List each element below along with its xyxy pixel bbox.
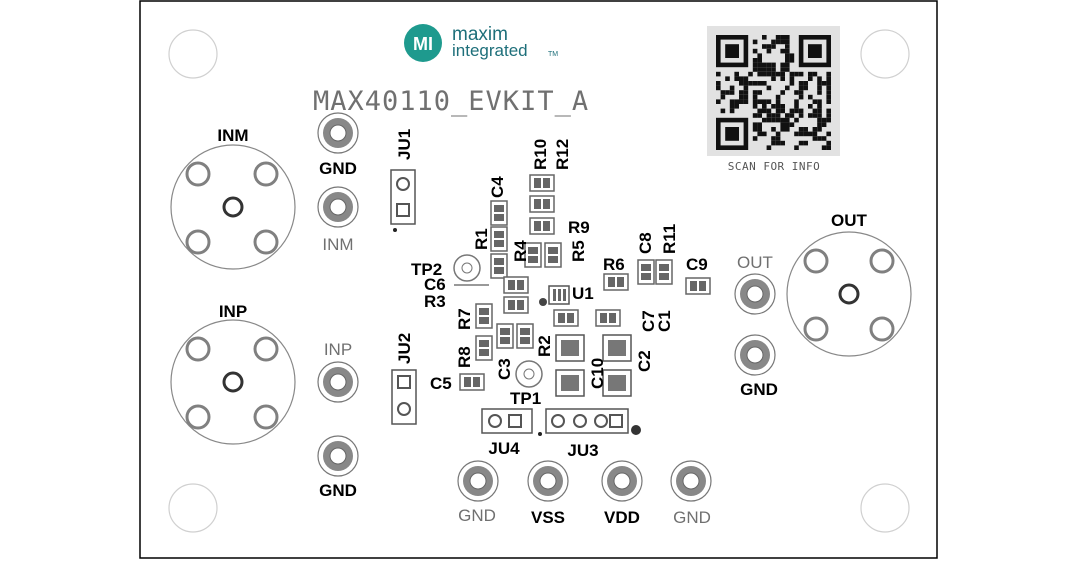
- label-r1: R1: [472, 228, 491, 250]
- label-u1: U1: [572, 284, 594, 303]
- label-gnd-right: GND: [740, 380, 778, 399]
- pad-gnd-bottom-1: [457, 460, 499, 502]
- pad-inp: [317, 361, 359, 403]
- label-r7: R7: [455, 308, 474, 330]
- label-r4: R4: [511, 240, 530, 262]
- label-c8: C8: [636, 232, 655, 254]
- pad-gnd-bottom-2: [670, 460, 712, 502]
- pad-inm: [317, 186, 359, 228]
- footprint-r11: [655, 259, 673, 285]
- footprint-r2: [516, 323, 534, 349]
- label-r8: R8: [455, 346, 474, 368]
- label-c4: C4: [488, 176, 507, 198]
- pad-vss: [527, 460, 569, 502]
- qr-code-icon: [707, 26, 840, 156]
- label-c9: C9: [686, 255, 708, 274]
- footprint-r12: [529, 195, 555, 213]
- label-inm-connector: INM: [217, 126, 248, 145]
- label-vss: VSS: [531, 508, 565, 527]
- footprint-c8: [637, 259, 655, 285]
- footprint-r6: [603, 273, 629, 291]
- label-ju1: JU1: [395, 129, 414, 160]
- label-r6: R6: [603, 255, 625, 274]
- mounting-hole-top-right: [860, 29, 910, 79]
- label-c7: C7: [639, 310, 658, 332]
- label-r10: R10: [531, 139, 550, 170]
- footprint-c1: [595, 309, 621, 327]
- label-ju3: JU3: [567, 441, 598, 460]
- sma-connector-inm: [170, 144, 296, 270]
- label-c5: C5: [430, 374, 452, 393]
- label-gnd-left-bottom: GND: [319, 481, 357, 500]
- label-tp2: TP2: [411, 260, 442, 279]
- maxim-logo: MI maxim integrated TM: [404, 24, 558, 62]
- label-c2: C2: [635, 350, 654, 372]
- label-r12: R12: [553, 139, 572, 170]
- footprint-r1b: [490, 253, 508, 279]
- label-r2: R2: [535, 335, 554, 357]
- label-out-connector: OUT: [831, 211, 868, 230]
- footprint-r1: [490, 226, 508, 252]
- jumper-ju2: [391, 369, 417, 425]
- board-title: MAX40110_EVKIT_A: [313, 86, 589, 117]
- testpoint-tp1: [515, 360, 543, 388]
- label-inp-pad: INP: [324, 340, 352, 359]
- label-r3: R3: [424, 292, 446, 311]
- label-ju4: JU4: [488, 439, 520, 458]
- footprint-r10: [529, 174, 555, 192]
- footprint-c4: [490, 200, 508, 226]
- footprint-c3: [496, 323, 514, 349]
- label-gnd-top-left: GND: [319, 159, 357, 178]
- pad-gnd-top-left: [317, 112, 359, 154]
- footprint-c6: [503, 276, 529, 294]
- label-gnd-bottom-2: GND: [673, 508, 711, 527]
- footprint-r3: [503, 296, 529, 314]
- pad-out: [734, 273, 776, 315]
- label-out-pad: OUT: [737, 253, 773, 272]
- label-r11: R11: [660, 224, 679, 254]
- footprint-c7: [553, 309, 579, 327]
- pad-gnd-right: [734, 334, 776, 376]
- jumper-ju1: [390, 169, 416, 232]
- label-c1: C1: [655, 310, 674, 332]
- footprint-c9: [685, 277, 711, 295]
- brand-line1: maxim: [452, 24, 508, 45]
- footprint-r7: [475, 303, 493, 329]
- label-inm-pad: INM: [322, 235, 353, 254]
- label-gnd-bottom-1: GND: [458, 506, 496, 525]
- jumper-ju4: [481, 408, 542, 436]
- label-ju2: JU2: [395, 333, 414, 364]
- brand-line2: integrated: [452, 41, 528, 60]
- qr-caption: SCAN FOR INFO: [728, 160, 821, 173]
- footprint-c5: [459, 373, 485, 391]
- footprint-c2: [602, 334, 632, 397]
- mounting-hole-bottom-right: [860, 483, 910, 533]
- label-c6: C6: [424, 275, 446, 294]
- svg-text:MI: MI: [413, 34, 433, 54]
- mounting-hole-top-left: [168, 29, 218, 79]
- label-r5: R5: [569, 240, 588, 262]
- sma-connector-inp: [170, 319, 296, 445]
- label-inp-connector: INP: [219, 302, 247, 321]
- ic-u1: [539, 285, 570, 306]
- pad-vdd: [601, 460, 643, 502]
- footprint-c10: [555, 334, 585, 397]
- label-tp1: TP1: [510, 389, 541, 408]
- jumper-ju3: [545, 408, 641, 435]
- label-r9: R9: [568, 218, 590, 237]
- testpoint-tp2: [453, 254, 481, 282]
- mounting-hole-bottom-left: [168, 483, 218, 533]
- footprint-r5: [544, 242, 562, 268]
- footprint-r8: [475, 335, 493, 361]
- label-c3: C3: [495, 358, 514, 380]
- footprint-r9: [529, 217, 555, 235]
- label-c10: C10: [588, 358, 607, 389]
- brand-tm: TM: [548, 51, 558, 58]
- sma-connector-out: [786, 231, 912, 357]
- pad-gnd-left-bottom: [317, 435, 359, 477]
- label-vdd: VDD: [604, 508, 640, 527]
